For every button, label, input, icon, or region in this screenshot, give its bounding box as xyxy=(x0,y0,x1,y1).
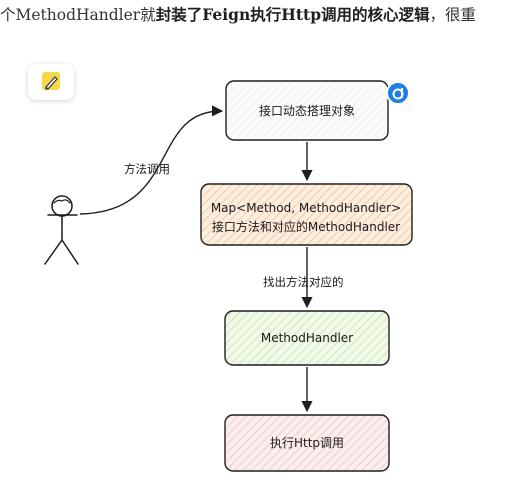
method-map-label-1: Map<Method, MethodHandler> xyxy=(211,201,401,215)
proxy-node-label: 接口动态搭理对象 xyxy=(259,103,355,118)
method-handler-node[interactable]: MethodHandler xyxy=(224,310,390,366)
exec-http-label: 执行Http调用 xyxy=(270,436,344,450)
call-edge xyxy=(79,105,224,215)
method-map-label-2: 接口方法和对应的MethodHandler xyxy=(212,219,400,234)
stick-figure-icon xyxy=(44,195,79,265)
intro-prefix: 个MethodHandler就 xyxy=(0,6,156,24)
edit-widget-button[interactable] xyxy=(28,64,74,100)
intro-suffix: ，很重 xyxy=(429,6,477,24)
intro-text: 个MethodHandler就封装了Feign执行Http调用的核心逻辑，很重 xyxy=(0,2,516,28)
proxy-node[interactable]: 接口动态搭理对象 xyxy=(225,80,389,141)
method-map-node[interactable]: Map<Method, MethodHandler> 接口方法和对应的Metho… xyxy=(200,183,413,246)
method-handler-label: MethodHandler xyxy=(261,331,353,345)
edit-pencil-icon xyxy=(42,72,60,90)
exec-http-node[interactable]: 执行Http调用 xyxy=(224,414,390,472)
intro-bold: 封装了Feign执行Http调用的核心逻辑 xyxy=(155,5,430,24)
call-edge-label: 方法调用 xyxy=(124,162,170,176)
edit-badge-icon[interactable] xyxy=(386,81,410,105)
find-edge-label: 找出方法对应的 xyxy=(263,275,344,289)
